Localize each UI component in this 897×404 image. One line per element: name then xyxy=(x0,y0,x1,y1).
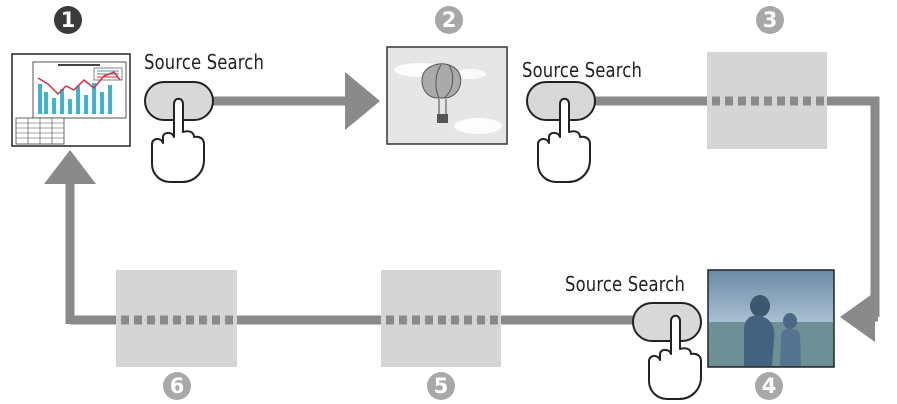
step-6-badge: 6 xyxy=(163,372,191,400)
svg-text:1: 1 xyxy=(61,8,76,32)
source-search-label-3: Source Search xyxy=(565,272,686,296)
svg-text:6: 6 xyxy=(170,374,185,398)
arrowhead-right-icon xyxy=(345,72,380,130)
step-5-badge: 5 xyxy=(427,372,455,400)
pointing-hand-icon xyxy=(151,97,205,183)
step-4-badge: 4 xyxy=(755,372,783,400)
arrowhead-up-icon xyxy=(44,150,96,184)
source-search-label-2: Source Search xyxy=(522,58,643,82)
svg-text:5: 5 xyxy=(434,374,449,398)
svg-text:2: 2 xyxy=(442,8,457,32)
step-3-badge: 3 xyxy=(756,6,784,34)
pointing-hand-icon xyxy=(648,314,702,400)
step-4-photo-image xyxy=(707,269,835,368)
step-2-balloon-image xyxy=(386,46,508,145)
step-1-badge: 1 xyxy=(54,6,82,34)
svg-text:4: 4 xyxy=(762,374,777,398)
flow-arrowheads xyxy=(44,72,875,342)
svg-text:3: 3 xyxy=(763,8,778,32)
step-1-chart-screen xyxy=(11,53,131,147)
step-2-badge: 2 xyxy=(435,6,463,34)
arrowhead-left-icon xyxy=(840,292,875,342)
source-search-label-1: Source Search xyxy=(144,50,265,74)
dashed-path-through-boxes xyxy=(121,96,824,325)
pointing-hand-icon xyxy=(537,97,591,183)
source-search-button-3[interactable] xyxy=(632,302,702,342)
